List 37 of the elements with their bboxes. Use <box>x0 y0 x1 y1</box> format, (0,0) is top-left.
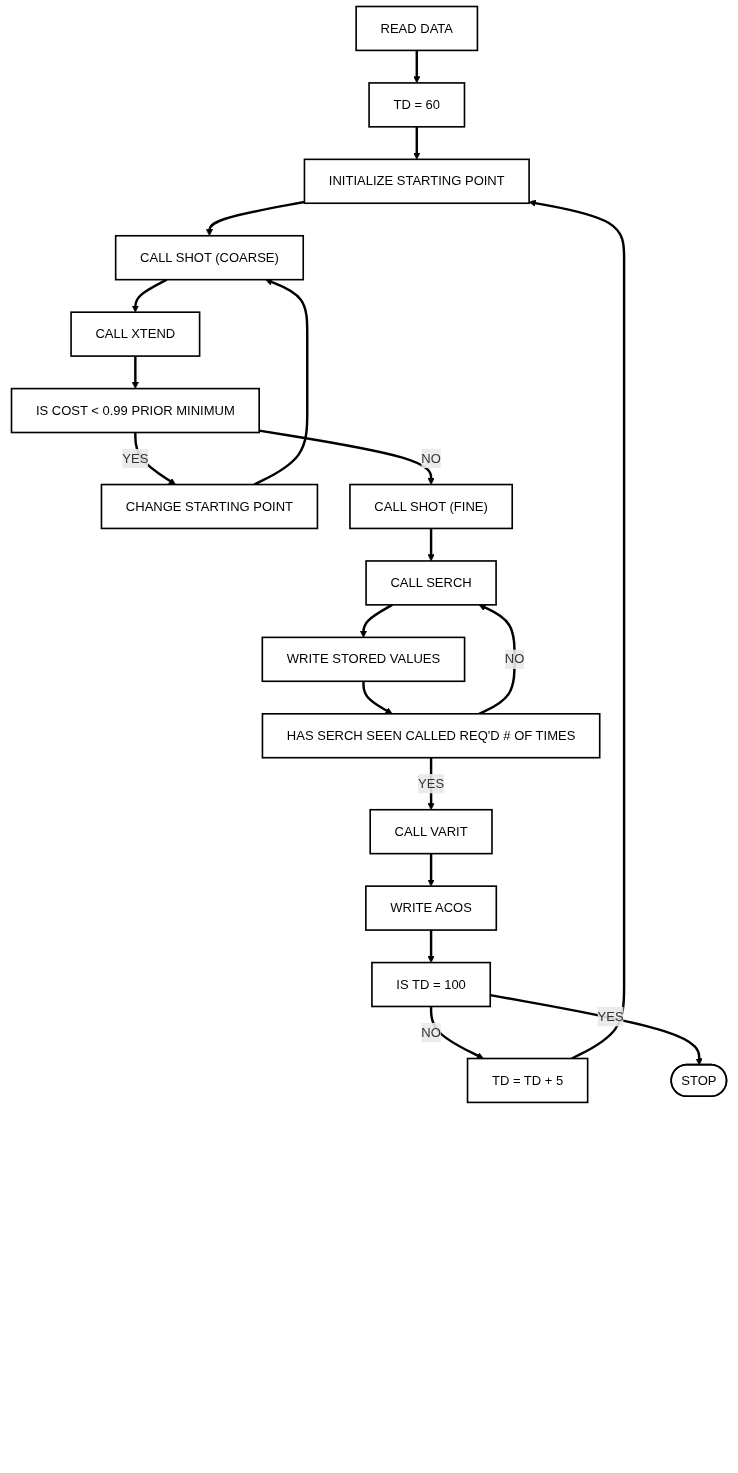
arrow <box>478 604 516 715</box>
node-box: INITIALIZE STARTING POINT <box>303 158 530 205</box>
node-box: TD = TD + 5 <box>466 1057 589 1104</box>
edge-label: NO <box>421 1025 441 1039</box>
node-box: CALL VARIT <box>369 808 493 855</box>
arrow <box>490 993 703 1066</box>
node-box: TD = 60 <box>368 82 466 128</box>
arrow <box>362 681 393 715</box>
arrow <box>131 278 168 313</box>
arrow <box>359 603 393 638</box>
edge-label: NO <box>421 451 441 466</box>
node-box: CALL SERCH <box>365 560 497 606</box>
arrow <box>131 356 139 389</box>
arrow <box>427 930 435 963</box>
node-box: CALL SHOT (FINE) <box>349 483 514 530</box>
arrow <box>205 200 305 237</box>
node-box: CHANGE STARTING POINT <box>100 483 319 530</box>
arrow <box>427 528 435 562</box>
node-box: IS COST < 0.99 PRIOR MINIMUM <box>10 387 260 434</box>
arrow <box>429 1006 484 1059</box>
arrow <box>427 853 435 887</box>
edge-label: YES <box>418 776 445 791</box>
node-box: WRITE STORED VALUES <box>261 636 466 683</box>
node-box: READ DATA <box>355 5 479 52</box>
arrow <box>413 50 421 84</box>
arrow <box>528 199 626 1060</box>
arrow <box>413 126 421 160</box>
edge-label: YES <box>122 451 149 466</box>
arrow <box>258 429 435 485</box>
node-box: CALL SHOT (COARSE) <box>114 234 305 281</box>
edge-label: YES <box>597 1009 624 1024</box>
node-box: WRITE ACOS <box>365 885 498 931</box>
node-box: HAS SERCH SEEN CALLED REQ'D # OF TIMES <box>261 713 601 759</box>
arrow <box>253 278 309 486</box>
node-box: IS TD = 100 <box>371 961 492 1008</box>
edge-label: NO <box>504 652 525 666</box>
node-box: CALL XTEND <box>70 311 201 357</box>
